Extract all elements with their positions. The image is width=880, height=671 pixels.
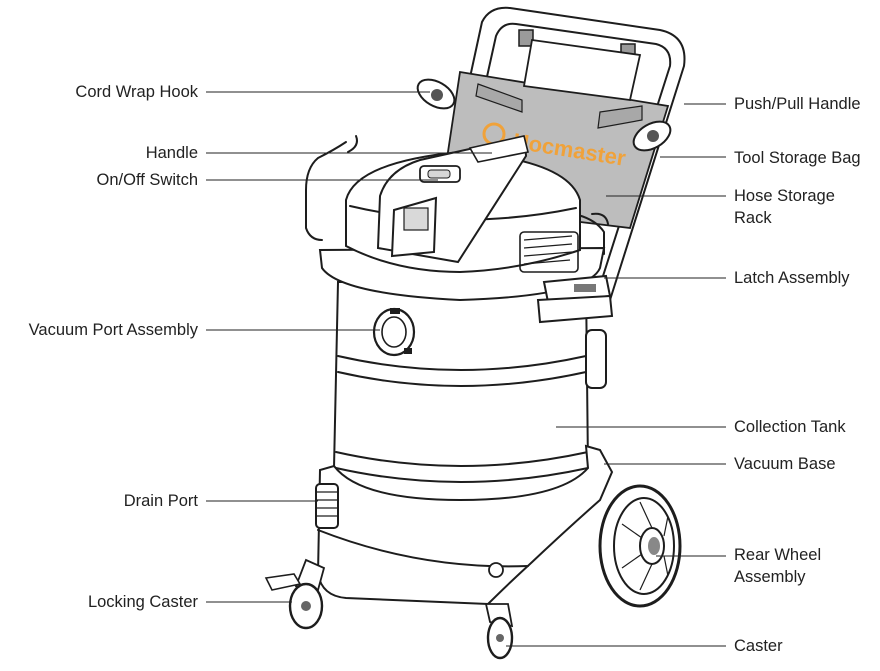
label-on-off-switch: On/Off Switch	[96, 171, 198, 189]
label-vacuum-port-assembly: Vacuum Port Assembly	[28, 321, 198, 339]
label-hose-storage-rack-line2: Rack	[734, 208, 772, 227]
front-caster	[484, 603, 514, 660]
label-hose-storage-rack: Hose Storage Rack	[734, 186, 835, 230]
label-vacuum-base: Vacuum Base	[734, 455, 836, 473]
label-rear-wheel-assembly: Rear Wheel Assembly	[734, 545, 821, 589]
carry-handle	[376, 135, 529, 264]
label-latch-assembly: Latch Assembly	[734, 269, 850, 287]
rear-wheel	[598, 484, 682, 608]
label-rear-wheel-assembly-line1: Rear Wheel	[734, 546, 822, 564]
label-tool-storage-bag: Tool Storage Bag	[734, 149, 861, 167]
cord-wrap-hook	[416, 78, 672, 152]
label-locking-caster: Locking Caster	[87, 593, 198, 611]
vacuum-base	[316, 444, 614, 606]
label-hose-storage-rack-line1: Hose Storage	[734, 187, 835, 205]
hose-storage-rack	[305, 135, 609, 255]
label-drain-port: Drain Port	[123, 492, 198, 510]
vacuum-port	[372, 307, 416, 357]
leader-lines	[206, 91, 726, 647]
label-caster: Caster	[734, 637, 783, 655]
latch-assembly	[536, 274, 614, 324]
label-push-pull-handle: Push/Pull Handle	[734, 95, 861, 113]
locking-caster	[264, 558, 326, 630]
label-handle: Handle	[145, 144, 198, 162]
label-cord-wrap-hook: Cord Wrap Hook	[75, 83, 198, 101]
label-rear-wheel-assembly-line2: Assembly	[734, 567, 806, 586]
label-collection-tank: Collection Tank	[734, 418, 846, 436]
drain-port	[315, 483, 339, 529]
